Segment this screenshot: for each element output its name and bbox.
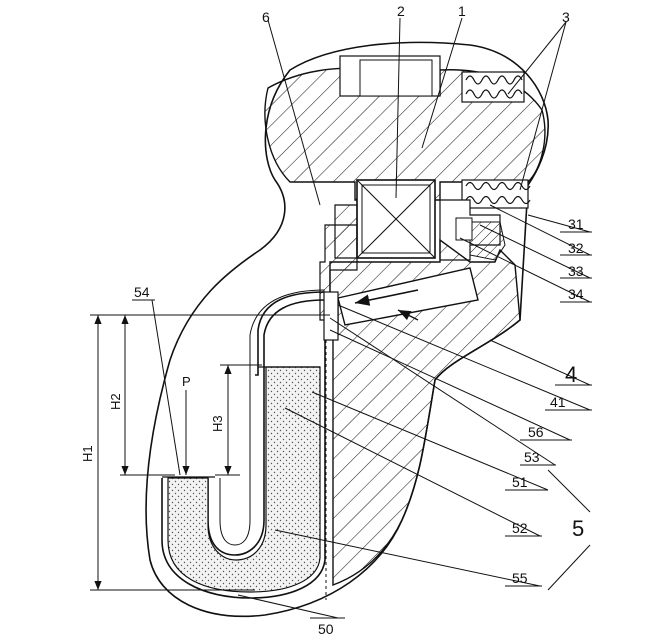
dimension-lines	[90, 314, 330, 591]
label-41: 41	[550, 394, 566, 410]
housing-outline	[145, 41, 549, 618]
label-2: 2	[397, 3, 405, 19]
label-51: 51	[512, 474, 528, 490]
label-1: 1	[458, 3, 466, 19]
dim-h3: H3	[210, 415, 225, 432]
spring-lower	[461, 179, 531, 209]
dim-p: P	[182, 374, 191, 389]
dim-h2: H2	[108, 393, 123, 410]
spring-top	[461, 71, 525, 103]
part-33-block	[455, 217, 473, 241]
leader-lines	[151, 17, 591, 619]
label-53: 53	[524, 449, 540, 465]
label-56: 56	[528, 424, 544, 440]
label-underlines	[132, 231, 592, 619]
flow-arrow-small	[397, 309, 419, 321]
lower-body-hatch	[329, 238, 521, 587]
label-52: 52	[512, 520, 528, 536]
label-54: 54	[134, 284, 150, 300]
connector-56	[323, 291, 339, 341]
u-tube-pipe-inner	[219, 289, 326, 546]
label-4: 4	[565, 362, 577, 387]
label-6: 6	[262, 9, 270, 25]
top-cavity-inner	[359, 59, 433, 97]
label-33: 33	[568, 263, 584, 279]
channel-41	[337, 267, 479, 326]
label-31: 31	[568, 216, 584, 232]
liquid-left-leg	[167, 366, 321, 593]
label-50: 50	[318, 621, 334, 637]
label-3: 3	[562, 9, 570, 25]
dim-h1: H1	[80, 445, 95, 462]
label-32: 32	[568, 240, 584, 256]
u-tube-pipe	[207, 299, 326, 556]
flow-arrow-main	[354, 289, 419, 306]
label-55: 55	[512, 570, 528, 586]
label-34: 34	[568, 286, 584, 302]
label-5: 5	[572, 516, 584, 541]
